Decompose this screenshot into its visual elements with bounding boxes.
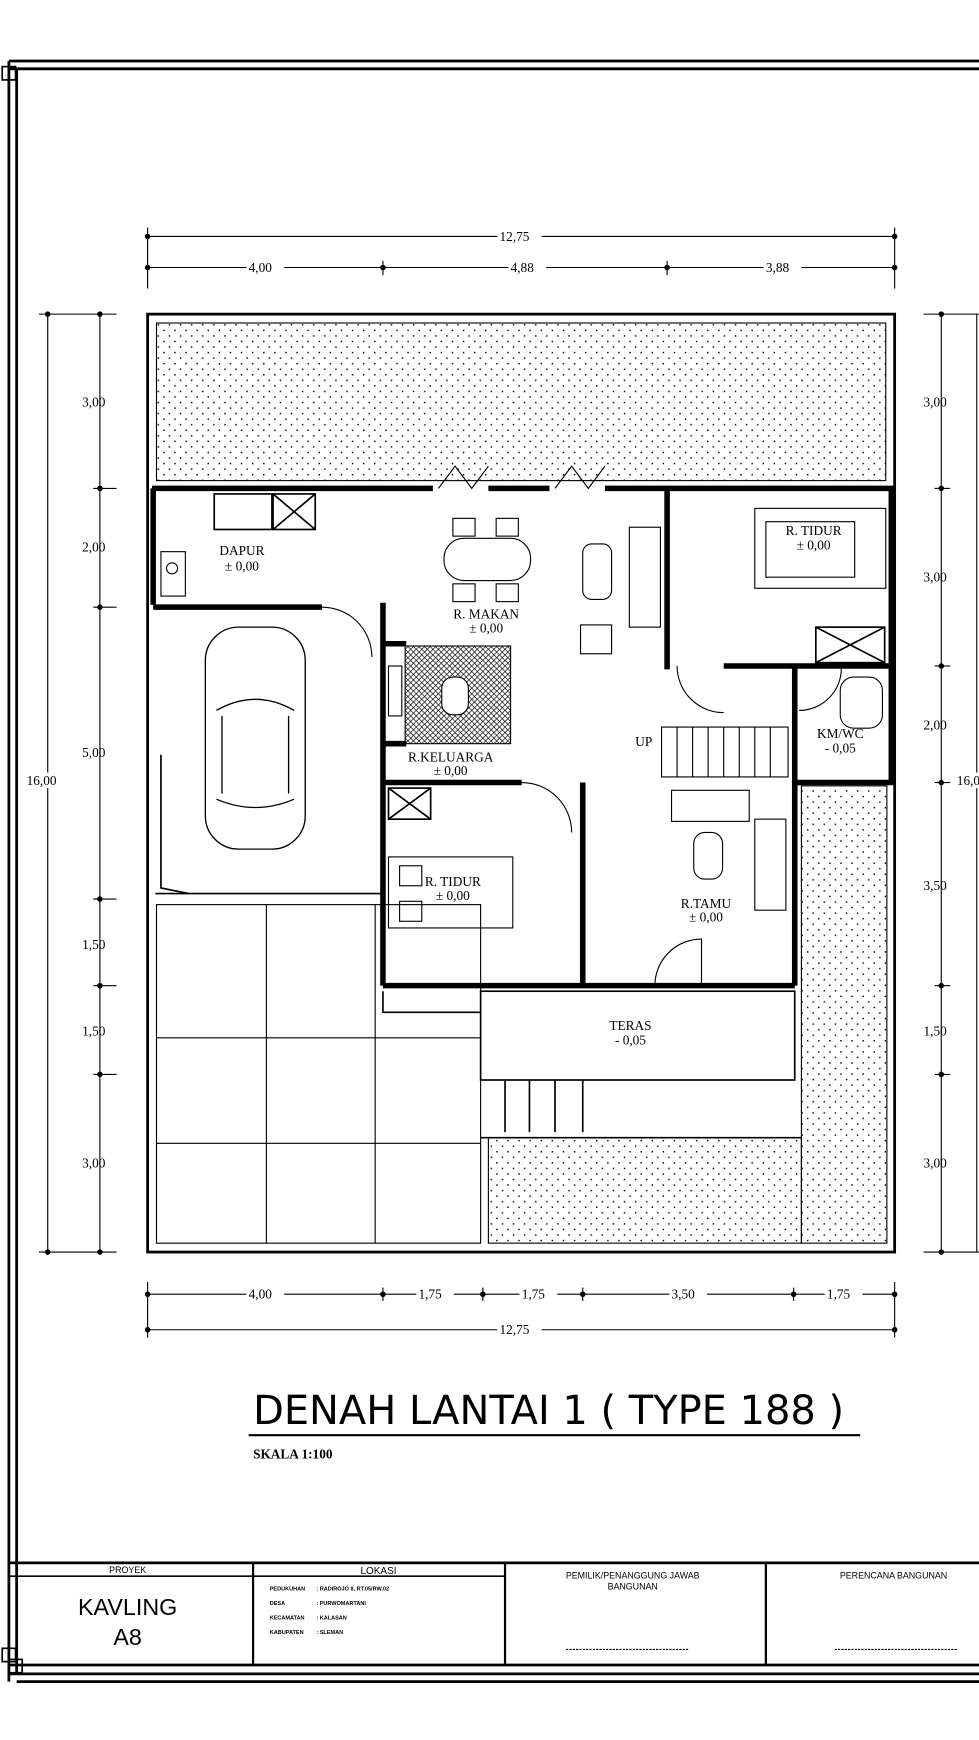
- lokasi-key: KECAMATAN: [270, 1615, 305, 1621]
- dim-label: 5,00: [82, 745, 106, 760]
- dimensions-left: [38, 311, 117, 1255]
- dim-label: 3,88: [766, 260, 790, 275]
- dim-label: 3,00: [924, 394, 948, 409]
- dim-label: 2,00: [924, 717, 948, 732]
- room-keluarga-name: R.KELUARGA: [408, 749, 494, 764]
- site-plan: [146, 312, 897, 1254]
- room-labels: DAPUR ± 0,00 R. MAKAN ± 0,00 R. TIDUR ± …: [219, 523, 863, 1047]
- dim-label: 2,00: [82, 540, 106, 555]
- room-kmwc-level: - 0,05: [825, 741, 856, 756]
- perencana-label: PERENCANA BANGUNAN: [840, 1570, 947, 1580]
- pemilik-label-line2: BANGUNAN: [608, 1581, 658, 1591]
- drawing-title: DENAH LANTAI 1 ( TYPE 188 ) SKALA 1:100: [248, 1388, 861, 1462]
- room-tamu-level: ± 0,00: [689, 909, 723, 924]
- room-dapur-level: ± 0,00: [225, 559, 259, 574]
- stairs-up-label: UP: [635, 734, 652, 749]
- dimensions-right: [923, 311, 979, 1255]
- walls: [150, 485, 895, 989]
- dim-label: 12,75: [499, 1322, 529, 1337]
- furniture: [160, 507, 887, 929]
- dim-label: 3,50: [672, 1287, 696, 1302]
- front-garden: [155, 322, 887, 482]
- dim-label: 1,75: [522, 1287, 546, 1302]
- room-dapur-name: DAPUR: [219, 543, 264, 558]
- dimensions-left-labels: 3,00 2,00 5,00 1,50 1,50 3,00 16,00: [24, 394, 106, 1171]
- room-makan-level: ± 0,00: [469, 621, 503, 636]
- proyek-label: PROYEK: [109, 1565, 146, 1575]
- room-teras-level: - 0,05: [615, 1032, 646, 1047]
- room-tidur1-name: R. TIDUR: [786, 523, 842, 538]
- dim-label: 16,00: [957, 773, 979, 788]
- lokasi-key: KABUPATEN: [270, 1630, 304, 1636]
- lokasi-key: DESA: [270, 1601, 285, 1607]
- dim-label: 4,00: [249, 260, 273, 275]
- stairs: [660, 726, 789, 778]
- rear-garden: [487, 1137, 802, 1244]
- vent-boxes: [213, 493, 886, 820]
- dim-label: 4,88: [511, 260, 535, 275]
- side-garden: [800, 785, 888, 1244]
- doors: [321, 465, 842, 986]
- dim-label: 4,00: [249, 1287, 273, 1302]
- room-teras-name: TERAS: [609, 1018, 651, 1033]
- dimensions-right-labels: 3,00 3,00 2,00 3,50 1,50 3,00 16,00: [924, 394, 979, 1171]
- sheet-border: [1, 59, 979, 1684]
- proyek-value-line1: KAVLING: [78, 1594, 177, 1620]
- room-kmwc-name: KM/WC: [817, 726, 864, 741]
- dim-label: 1,50: [82, 937, 106, 952]
- pemilik-label-line1: PEMILIK/PENANGGUNG JAWAB: [566, 1570, 700, 1580]
- dim-label: 3,00: [82, 1156, 106, 1171]
- dimensions-top-labels: 12,75 4,00 4,88 3,88: [246, 227, 802, 275]
- lokasi-value: : RADIROJO II, RT.05/RW.02: [316, 1587, 389, 1593]
- dim-label: 3,50: [924, 878, 948, 893]
- lokasi-key: PEDUKUHAN: [270, 1587, 305, 1593]
- room-tidur2-level: ± 0,00: [436, 888, 470, 903]
- car-icon: [204, 626, 306, 850]
- lokasi-value: : KALASAN: [316, 1615, 346, 1621]
- room-makan-name: R. MAKAN: [453, 606, 519, 621]
- title-block: PROYEK KAVLING A8 LOKASI PEDUKUHAN : RAD…: [8, 1561, 979, 1667]
- dimensions-bottom-labels: 4,00 1,75 1,75 3,50 1,75 12,75: [246, 1286, 863, 1338]
- room-tamu-name: R.TAMU: [681, 896, 732, 911]
- carport-tiles: [155, 904, 482, 1244]
- lokasi-label: LOKASI: [360, 1566, 396, 1577]
- lokasi-value: : PURWOMARTANI: [316, 1601, 366, 1607]
- room-tidur2-name: R. TIDUR: [425, 874, 481, 889]
- room-keluarga-level: ± 0,00: [434, 763, 468, 778]
- dim-label: 1,50: [924, 1024, 948, 1039]
- proyek-value-line2: A8: [113, 1624, 142, 1650]
- dim-label: 3,00: [924, 570, 948, 585]
- thin-walls: [155, 754, 802, 1139]
- dim-label: 1,50: [82, 1024, 106, 1039]
- drawing-scale: SKALA 1:100: [253, 1447, 333, 1462]
- room-tidur1-level: ± 0,00: [797, 537, 831, 552]
- dim-label: 1,75: [418, 1287, 442, 1302]
- dim-label: 3,00: [82, 394, 106, 409]
- lokasi-value: : SLEMAN: [316, 1630, 343, 1636]
- dim-label: 1,75: [827, 1287, 851, 1302]
- drawing-title-text: DENAH LANTAI 1 ( TYPE 188 ): [253, 1388, 844, 1434]
- dim-label: 3,00: [924, 1156, 948, 1171]
- dim-label: 12,75: [499, 229, 529, 244]
- dim-label: 16,00: [27, 773, 57, 788]
